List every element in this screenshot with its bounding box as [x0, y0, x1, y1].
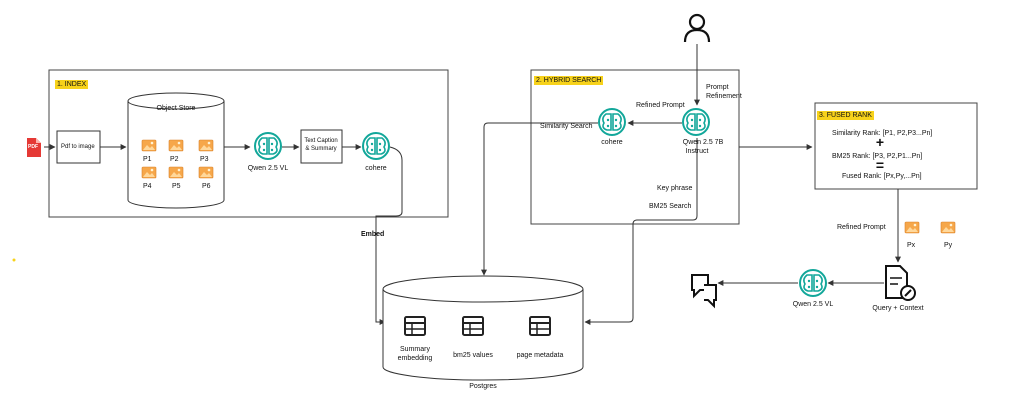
index-section-box	[48, 69, 449, 218]
index-section-tag: 1. INDEX	[55, 80, 89, 89]
similarity-search-label: Similarity Search	[540, 123, 593, 130]
py-image-icon	[940, 221, 956, 234]
cohere-index-label: cohere	[365, 165, 387, 172]
cohere-search-label: cohere	[601, 139, 623, 146]
user-icon	[683, 13, 711, 43]
prompt-refinement-label-2: Refinement	[706, 93, 742, 100]
object-store-label: Object Store	[156, 105, 196, 112]
key-phrase-label: Key phrase	[657, 185, 693, 192]
caption-label-line1: Text Caption	[304, 138, 338, 144]
page-image-icon	[198, 139, 214, 152]
hybrid-search-section-tag: 2. HYBRID SEARCH	[534, 76, 604, 85]
fused-rank-section-tag: 3. FUSED RANK	[817, 111, 874, 120]
page-image-icon	[168, 166, 184, 179]
page-metadata-label: page metadata	[516, 352, 564, 359]
qwen-instruct-brain-icon	[682, 108, 710, 136]
qwen-vl-label: Qwen 2.5 VL	[247, 165, 289, 172]
fused-rank-section-box	[814, 102, 978, 190]
pdf-icon	[27, 138, 41, 157]
px-image-icon	[904, 221, 920, 234]
bm25-table-icon	[462, 316, 484, 336]
px-label: Px	[907, 242, 916, 249]
document-edit-icon	[885, 265, 916, 301]
qwen-instruct-label-1: Qwen 2.5 7B	[682, 139, 724, 146]
summary-embedding-label-line: Summary embedding	[397, 346, 433, 362]
pdf-badge-label: PDF	[28, 144, 38, 150]
equals-sign: =	[875, 157, 885, 173]
qwen-vl-output-label: Qwen 2.5 VL	[792, 301, 834, 308]
refined-prompt-output-label: Refined Prompt	[837, 224, 886, 231]
page-label: P1	[143, 156, 152, 163]
page-image-icon	[168, 139, 184, 152]
page-label: P5	[172, 183, 181, 190]
page-image-icon	[141, 166, 157, 179]
page-label: P6	[202, 183, 211, 190]
bm25-rank-text: BM25 Rank: [P3, P2,P1...Pn]	[832, 153, 923, 160]
fused-rank-text: Fused Rank: [Px,Py,...Pn]	[842, 173, 922, 180]
prompt-refinement-label-1: Prompt	[706, 84, 729, 91]
chat-response-icon	[691, 274, 717, 309]
caption-label-line2: & Summary	[305, 146, 337, 152]
similarity-rank-text: Similarity Rank: [P1, P2,P3...Pn]	[832, 130, 933, 137]
page-label: P4	[143, 183, 152, 190]
refined-prompt-label: Refined Prompt	[636, 102, 685, 109]
summary-table-icon	[404, 316, 426, 336]
page-label: P2	[170, 156, 179, 163]
object-store-cylinder	[127, 92, 225, 209]
cohere-brain-icon	[362, 132, 390, 160]
plus-sign: +	[875, 134, 885, 150]
query-context-label: Query + Context	[872, 305, 924, 312]
pdf-to-image-box	[56, 130, 101, 164]
page-image-icon	[141, 139, 157, 152]
postgres-label: Postgres	[469, 383, 497, 390]
cohere-search-brain-icon	[598, 108, 626, 136]
bm25-values-label: bm25 values	[453, 352, 493, 359]
embed-label: Embed	[361, 231, 385, 238]
pdf-to-image-label: Pdf to image	[61, 144, 95, 150]
qwen-vl-brain-icon	[254, 132, 282, 160]
page-image-icon	[198, 166, 214, 179]
bm25-search-label: BM25 Search	[649, 203, 692, 210]
metadata-table-icon	[529, 316, 551, 336]
qwen-vl-output-brain-icon	[799, 269, 827, 297]
py-label: Py	[944, 242, 953, 249]
qwen-instruct-label-2: Instruct	[685, 148, 709, 155]
page-label: P3	[200, 156, 209, 163]
